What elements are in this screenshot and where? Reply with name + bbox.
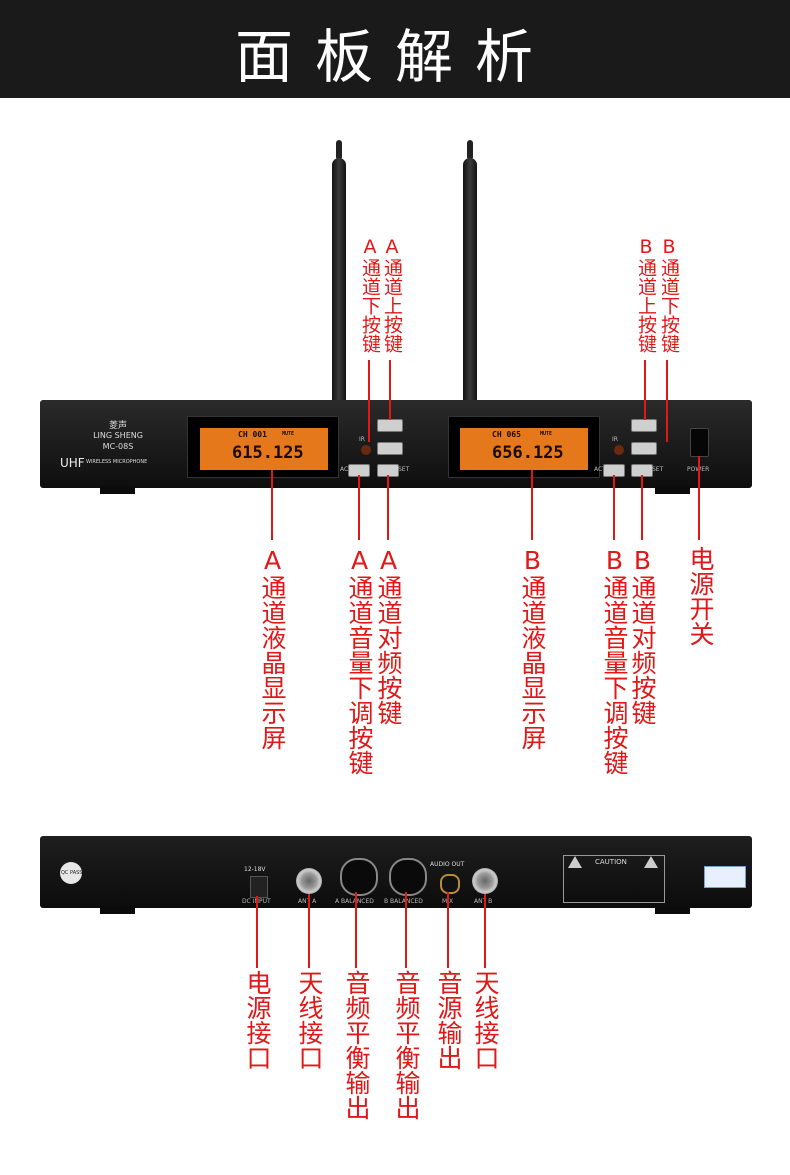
ir-b-sensor <box>614 445 624 455</box>
lcd-a-freq: 615.125 <box>232 443 304 463</box>
act-a-label: ACT <box>340 466 352 473</box>
set-a-label: SET <box>398 466 410 473</box>
label-b-volume: B通道音量下调按键 <box>600 546 629 775</box>
set-b-label: SET <box>652 466 664 473</box>
label-antenna-a: 天线接口 <box>295 970 324 1070</box>
xlr-b-connector[interactable] <box>389 858 427 896</box>
balanced-a-label: A BALANCED <box>335 898 374 905</box>
line-antenna-a <box>308 894 310 968</box>
ant-a-label: ANT A <box>298 898 317 905</box>
label-audio-bal-b: 音频平衡输出 <box>392 970 421 1120</box>
label-antenna-b: 天线接口 <box>471 970 500 1070</box>
antenna-b-connector[interactable] <box>472 868 498 894</box>
line-b-pair <box>641 475 643 540</box>
lcd-a-channel: CH 001 <box>238 430 267 439</box>
balanced-b-label: B BALANCED <box>384 898 423 905</box>
label-a-volume: A通道音量下调按键 <box>345 546 374 775</box>
antenna-a-connector[interactable] <box>296 868 322 894</box>
line-a-volume <box>358 475 360 540</box>
label-b-down: B通道下按键 <box>658 236 680 353</box>
brand-en: LING SHENG <box>93 431 143 440</box>
line-audio-mix <box>447 892 449 968</box>
ir-a-sensor <box>361 445 371 455</box>
dc-input-jack[interactable] <box>250 876 268 898</box>
blue-sticker <box>704 866 746 888</box>
front-foot-right <box>655 486 690 494</box>
line-a-up <box>389 360 391 420</box>
line-b-lcd <box>531 470 533 540</box>
brand-cn: 菱声 <box>108 421 127 431</box>
front-foot-left <box>100 486 135 494</box>
warning-icon-2 <box>644 856 658 868</box>
label-a-pair: A通道对频按键 <box>374 546 403 725</box>
lcd-b-channel: CH 065 <box>492 430 521 439</box>
rear-foot-right <box>655 906 690 914</box>
mix-jack[interactable] <box>440 874 460 894</box>
line-power-port <box>256 896 258 968</box>
label-a-down: A通道下按键 <box>359 236 381 353</box>
line-a-lcd <box>271 470 273 540</box>
label-b-pair: B通道对频按键 <box>628 546 657 725</box>
warning-icon <box>568 856 582 868</box>
power-switch[interactable] <box>690 428 709 457</box>
xlr-a-connector[interactable] <box>340 858 378 896</box>
lcd-b-mute: MUTE <box>540 431 553 437</box>
b-up-button[interactable] <box>631 419 657 432</box>
wireless-label: WIRELESS MICROPHONE <box>86 459 148 465</box>
line-a-pair <box>387 475 389 540</box>
label-a-lcd: A通道液晶显示屏 <box>258 546 287 750</box>
qc-label: QC PASS <box>61 870 83 876</box>
lcd-b-freq: 656.125 <box>492 443 564 463</box>
a-up-button[interactable] <box>377 419 403 432</box>
line-audio-bal-b <box>405 892 407 968</box>
line-b-volume <box>613 475 615 540</box>
label-b-up: B通道上按键 <box>635 236 657 353</box>
act-b-label: ACT <box>594 466 606 473</box>
line-b-up <box>644 360 646 420</box>
lcd-a-mute: MUTE <box>282 431 295 437</box>
line-a-down <box>368 360 370 442</box>
antenna-right <box>462 140 478 405</box>
model-number: MC-08S <box>102 442 134 451</box>
label-a-up: A通道上按键 <box>381 236 403 353</box>
line-b-down <box>666 360 668 442</box>
line-antenna-b <box>484 894 486 968</box>
page-title: 面板解析 <box>234 23 555 91</box>
uhf-label: UHF <box>60 456 85 470</box>
label-power-switch: 电源开关 <box>686 546 715 646</box>
lcd-a-screen <box>200 428 328 470</box>
label-audio-bal-a: 音频平衡输出 <box>342 970 371 1120</box>
ir-b-label: IR <box>612 436 618 443</box>
lcd-b-screen <box>460 428 588 470</box>
line-power-switch <box>698 456 700 540</box>
qc-sticker <box>60 862 82 884</box>
ant-b-label: ANT B <box>474 898 493 905</box>
b-down-button[interactable] <box>631 442 657 455</box>
ir-a-label: IR <box>359 436 365 443</box>
caution-label: CAUTION <box>595 858 627 866</box>
a-down-button[interactable] <box>377 442 403 455</box>
rear-foot-left <box>100 906 135 914</box>
caution-sticker <box>563 855 665 903</box>
audio-out-label: AUDIO OUT <box>430 861 465 868</box>
voltage-label: 12-18V <box>244 866 266 873</box>
label-audio-mix: 音源输出 <box>434 970 463 1070</box>
antenna-left <box>331 140 347 405</box>
header-bar: 面板解析 <box>0 0 790 98</box>
line-audio-bal-a <box>355 892 357 968</box>
label-power-port: 电源接口 <box>243 970 272 1070</box>
label-b-lcd: B通道液晶显示屏 <box>518 546 547 750</box>
